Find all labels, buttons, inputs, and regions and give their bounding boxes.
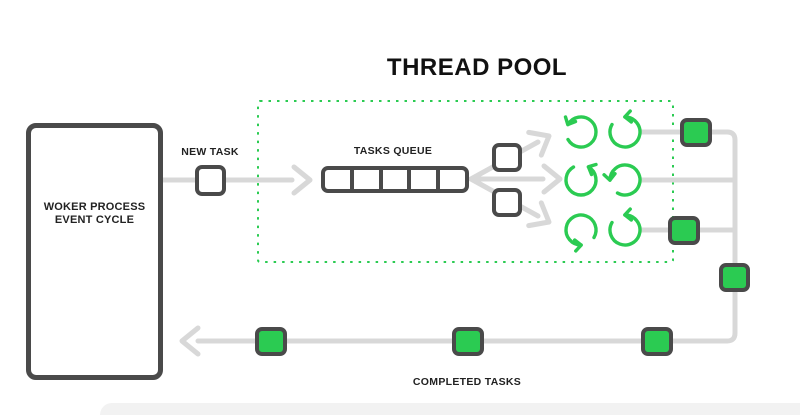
fanout-arrowhead-middle	[544, 166, 560, 192]
worker-process-label: WOKER PROCESS EVENT CYCLE	[31, 201, 158, 227]
thread-cycle-icon	[558, 207, 604, 253]
tasks-queue	[321, 166, 469, 193]
queue-cell	[325, 170, 354, 189]
fanout-arrowhead-top	[529, 125, 556, 155]
worker-process-label-line1: WOKER PROCESS	[43, 201, 146, 213]
tasks-queue-label: TASKS QUEUE	[353, 145, 433, 157]
worker-process-label-line2: EVENT CYCLE	[54, 214, 135, 226]
new-task-square	[195, 165, 226, 196]
completed-task-square	[680, 118, 712, 147]
queue-cell	[354, 170, 383, 189]
dispatched-task-square	[492, 143, 522, 172]
worker-process-box: WOKER PROCESS EVENT CYCLE	[26, 123, 163, 380]
completed-tasks-label: COMPLETED TASKS	[412, 376, 522, 388]
dispatched-task-square	[492, 188, 522, 217]
thread-pool-boundary	[257, 100, 674, 263]
thread-cycle-icon	[602, 109, 648, 155]
completed-task-square	[668, 216, 700, 245]
bottom-card-edge	[100, 403, 800, 415]
thread-cycle-icon	[563, 115, 598, 149]
new-task-arrowhead	[294, 167, 310, 193]
queue-cell	[440, 170, 465, 189]
completed-task-square	[452, 327, 484, 356]
queue-cell	[411, 170, 441, 189]
fanout-arrowhead-bottom	[529, 203, 556, 233]
new-task-label: NEW TASK	[181, 146, 239, 158]
completed-tasks-line	[195, 129, 738, 344]
completed-task-square	[719, 263, 750, 292]
thread-pool-title: THREAD POOL	[386, 54, 568, 81]
completed-task-square	[255, 327, 287, 356]
thread-cycle-icon	[564, 162, 598, 197]
queue-cell	[383, 170, 412, 189]
completed-task-square	[641, 327, 673, 356]
thread-cycle-icon	[602, 157, 648, 203]
thread-cycle-icon	[602, 207, 648, 253]
